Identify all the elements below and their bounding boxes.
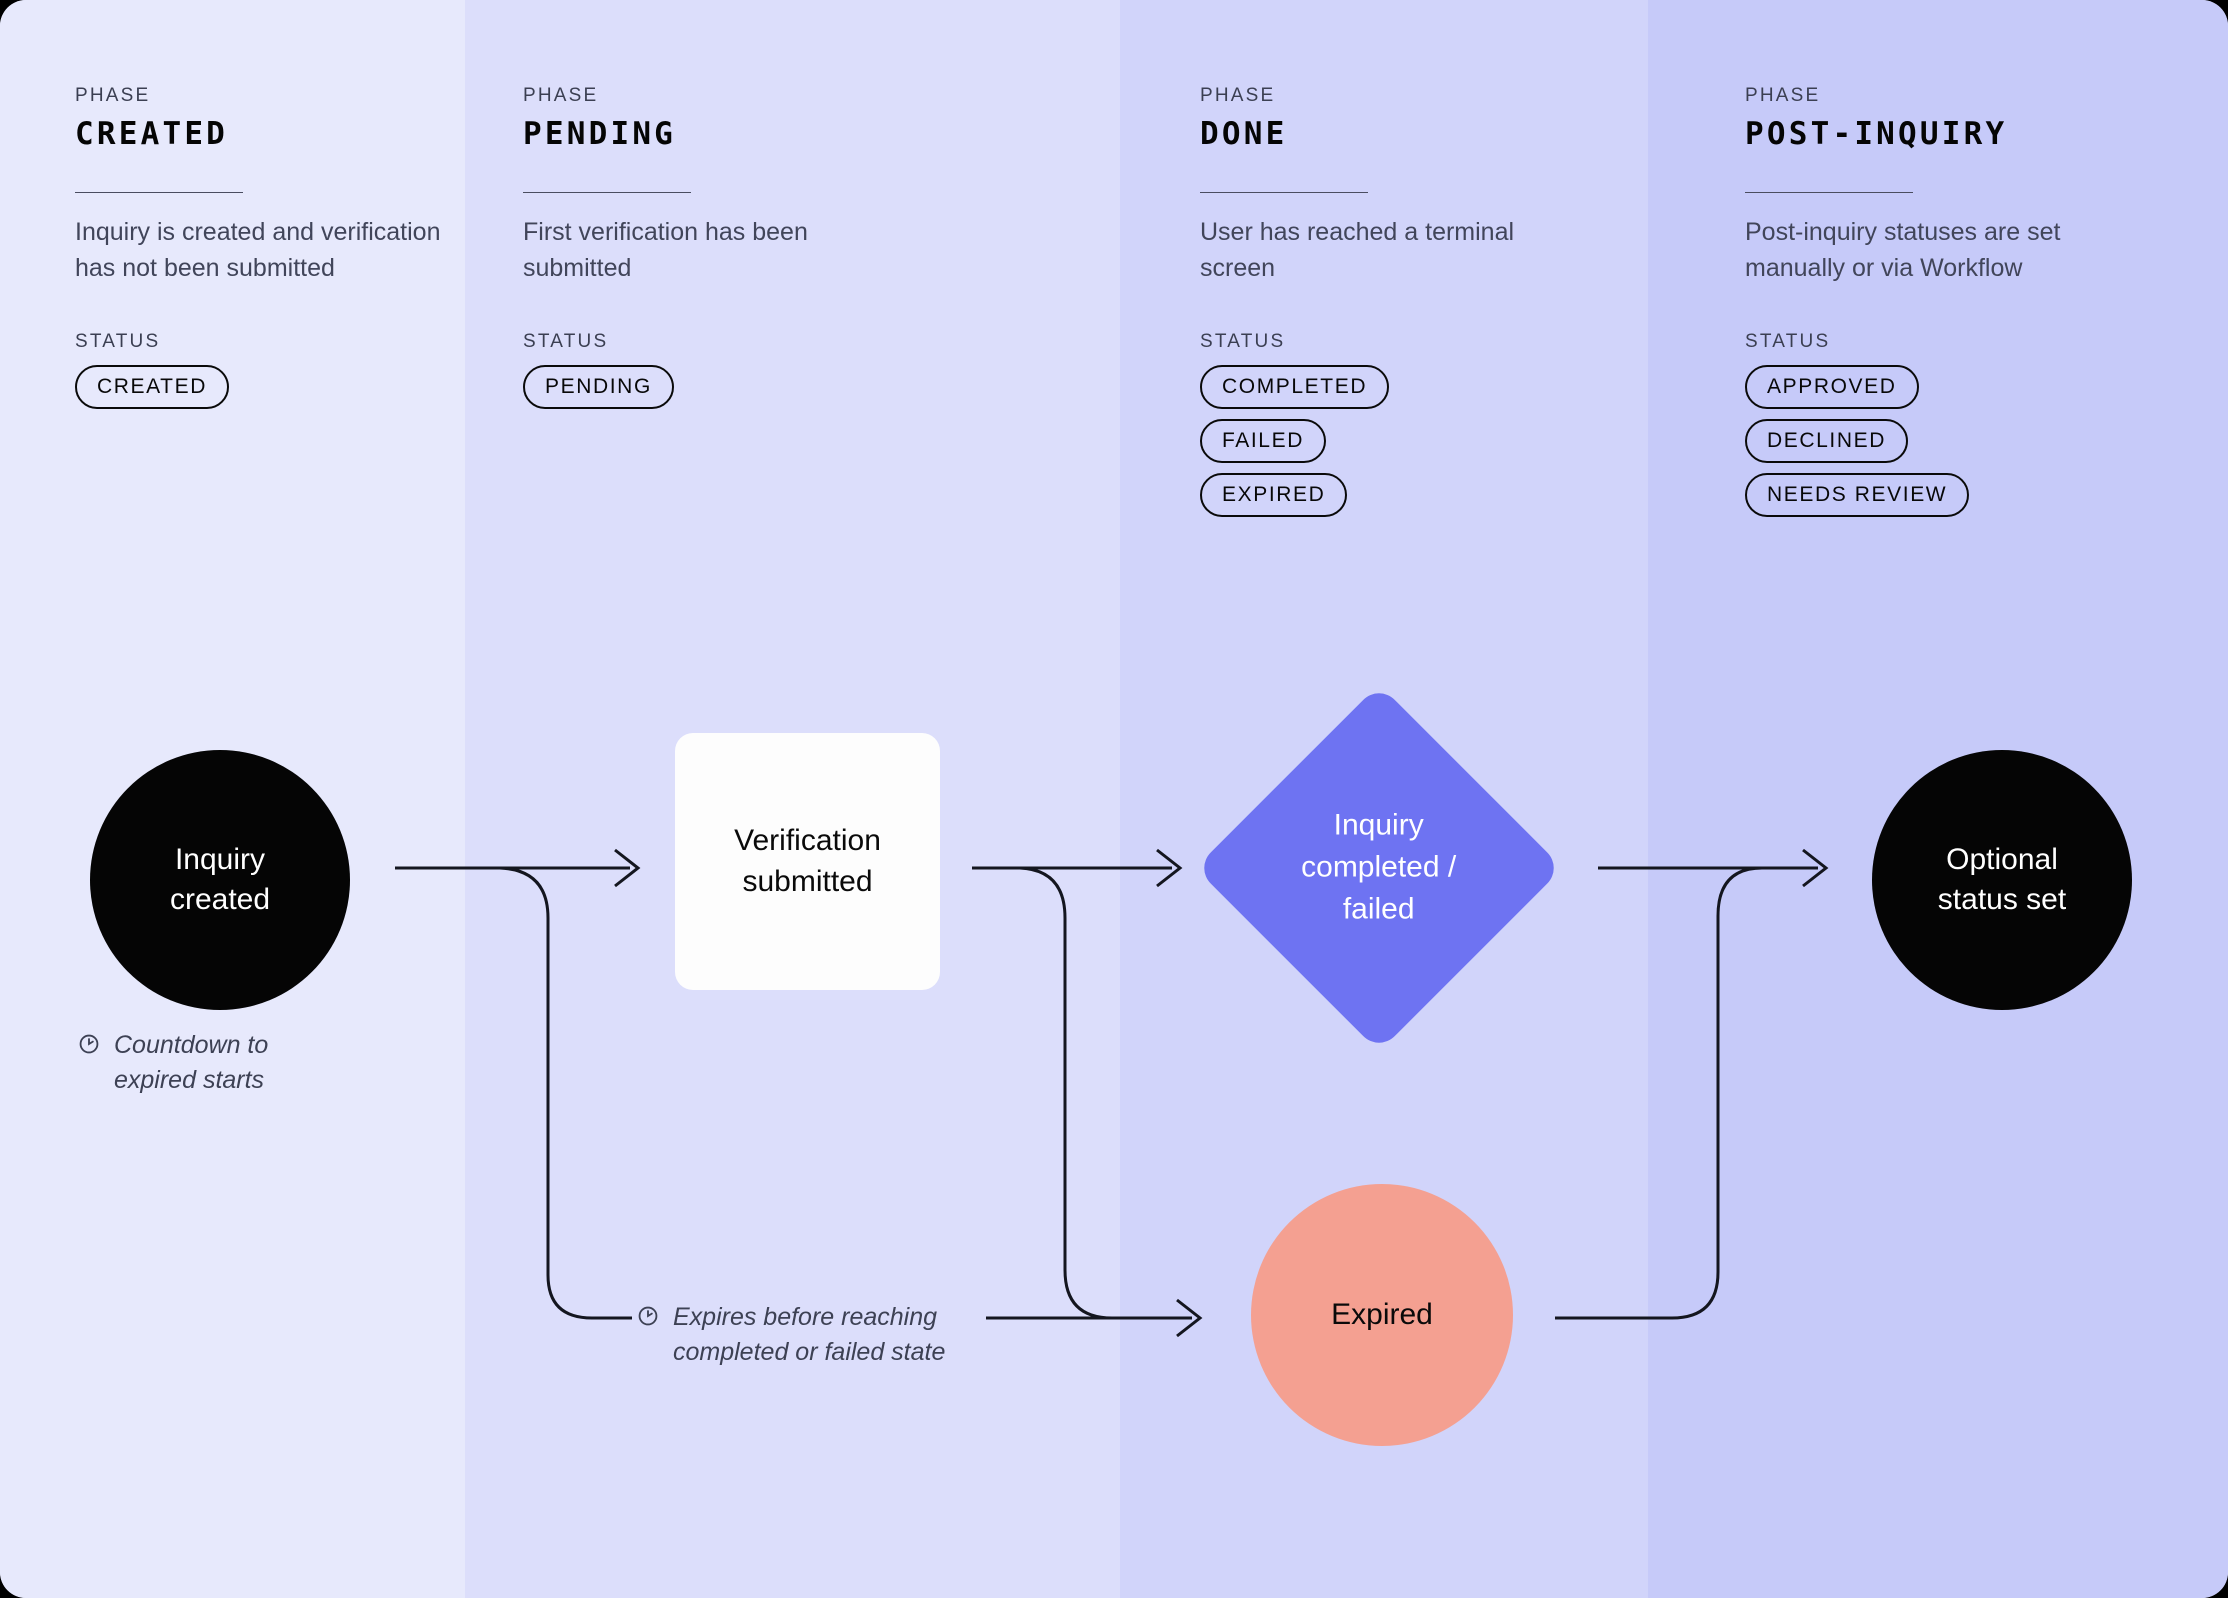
divider-rule [523,192,691,193]
status-pill[interactable]: EXPIRED [1200,473,1348,517]
status-pill[interactable]: NEEDS REVIEW [1745,473,1970,517]
phase-title: DONE [1200,116,1288,152]
status-label: STATUS [523,331,609,352]
divider-rule [1745,192,1913,193]
status-pill-list-post-inquiry: APPROVED DECLINED NEEDS REVIEW [1745,365,2115,517]
status-pill-list-pending: PENDING [523,365,893,409]
phase-title: POST-INQUIRY [1745,116,2008,152]
phase-description: First verification has been submitted [523,218,808,282]
divider-rule [1200,192,1368,193]
annotation-expires-before-completion: Expires before reaching completed or fai… [637,1300,967,1369]
status-pill-list-created: CREATED [75,365,445,409]
annotation-text: Expires before reaching completed or fai… [673,1303,946,1366]
phase-header-post-inquiry: PHASE POST-INQUIRY Post-inquiry statuses… [1745,86,2115,517]
phase-kicker: PHASE [523,85,599,106]
phase-kicker: PHASE [75,85,151,106]
phase-title: PENDING [523,116,677,152]
node-label: Expired [1331,1297,1433,1331]
node-expired[interactable]: Expired [1251,1184,1513,1446]
clock-icon [637,1305,659,1332]
phase-title: CREATED [75,116,229,152]
annotation-text: Countdown to expired starts [114,1031,269,1094]
divider-rule [75,192,243,193]
status-label: STATUS [1200,331,1286,352]
phase-description: User has reached a terminal screen [1200,218,1515,282]
phase-kicker: PHASE [1745,85,1821,106]
status-pill[interactable]: CREATED [75,365,229,409]
status-label: STATUS [1745,331,1831,352]
annotation-countdown-to-expired: Countdown to expired starts [78,1028,318,1097]
status-pill[interactable]: APPROVED [1745,365,1919,409]
phase-description: Post-inquiry statuses are set manually o… [1745,218,2061,282]
status-pill[interactable]: FAILED [1200,419,1326,463]
phase-kicker: PHASE [1200,85,1276,106]
phase-header-created: PHASE CREATED Inquiry is created and ver… [75,86,445,409]
status-pill[interactable]: DECLINED [1745,419,1908,463]
clock-icon [78,1033,100,1060]
phase-description: Inquiry is created and verification has … [75,218,441,282]
phase-header-pending: PHASE PENDING First verification has bee… [523,86,893,409]
status-pill-list-done: COMPLETED FAILED EXPIRED [1200,365,1570,517]
status-pill[interactable]: PENDING [523,365,674,409]
status-label: STATUS [75,331,161,352]
status-pill[interactable]: COMPLETED [1200,365,1390,409]
phase-header-done: PHASE DONE User has reached a terminal s… [1200,86,1570,517]
